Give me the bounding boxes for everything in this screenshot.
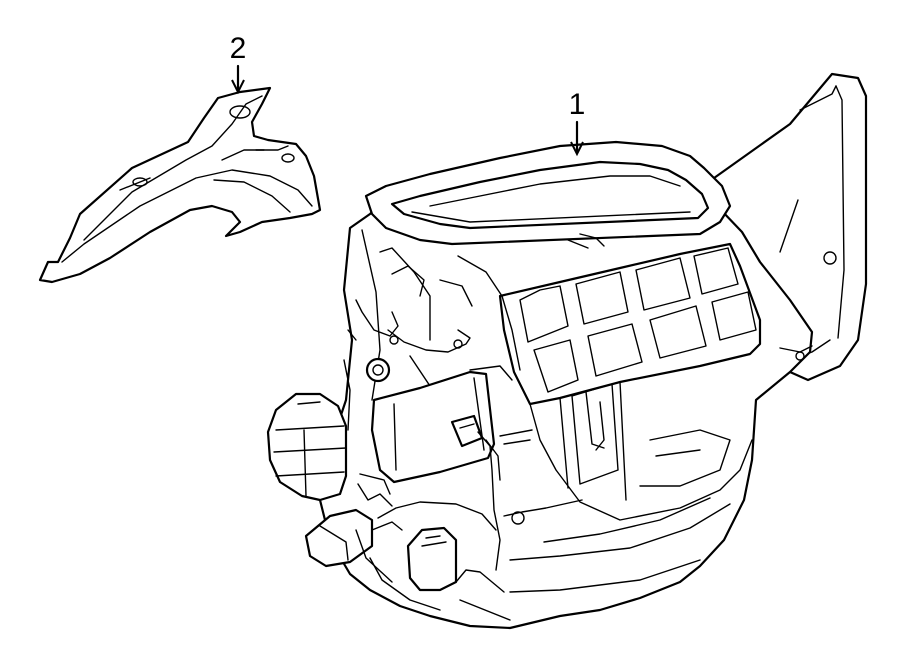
- callout-2: 2: [230, 32, 247, 95]
- callout-label-2: 2: [230, 32, 247, 65]
- callout-1: 1: [569, 88, 586, 157]
- callout-label-1: 1: [569, 88, 586, 121]
- part-2-bracket: [38, 86, 322, 284]
- part-1-housing: [266, 72, 868, 630]
